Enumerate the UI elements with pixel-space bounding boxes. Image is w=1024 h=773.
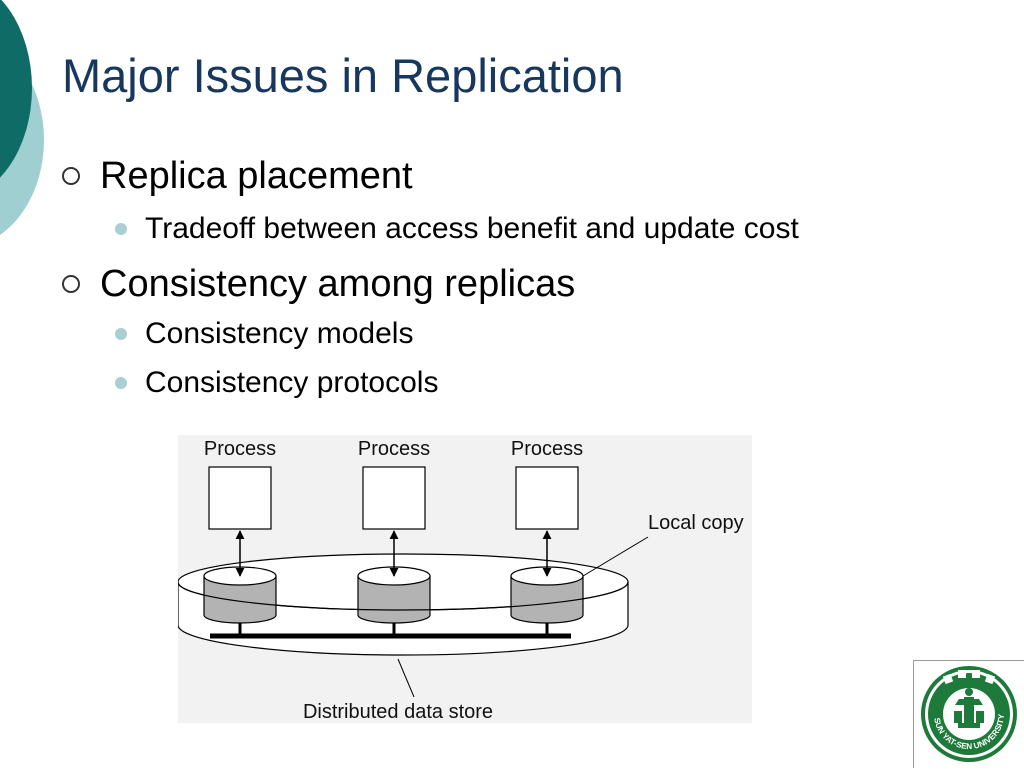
sub-bullet-text: Consistency protocols — [145, 366, 439, 399]
decor-dark-ellipse — [0, 0, 32, 178]
bullet-text: Consistency among replicas — [100, 262, 576, 305]
sub-bullet-text: Tradeoff between access benefit and upda… — [145, 212, 799, 245]
distributed-store-label: Distributed data store — [303, 701, 493, 723]
sub-bullet-consistency-models: Consistency models — [115, 316, 413, 352]
local-copy-cylinder — [510, 566, 584, 624]
slide-title: Major Issues in Replication — [62, 49, 624, 102]
hollow-circle-bullet-icon — [62, 275, 80, 293]
university-logo-box: SUN YAT-SEN UNIVERSITY — [913, 660, 1024, 768]
process-label: Process — [511, 438, 583, 460]
sub-bullet-text: Consistency models — [145, 317, 414, 350]
local-copy-label: Local copy — [648, 512, 744, 534]
bullet-consistency: Consistency among replicas — [62, 262, 575, 306]
store-pointer — [397, 658, 415, 698]
bullet-replica-placement: Replica placement — [62, 154, 413, 198]
process-label: Process — [204, 438, 276, 460]
dot-bullet-icon — [115, 377, 127, 389]
dot-bullet-icon — [115, 328, 127, 340]
local-copy-cylinder — [203, 566, 277, 624]
data-store-front-rim — [178, 581, 629, 611]
dot-bullet-icon — [115, 223, 127, 235]
sub-bullet-tradeoff: Tradeoff between access benefit and upda… — [115, 211, 799, 247]
decorative-side-shape — [0, 0, 44, 235]
process-box — [362, 466, 426, 530]
university-seal-icon: SUN YAT-SEN UNIVERSITY — [921, 666, 1017, 762]
local-copy-pointer — [582, 536, 649, 577]
process-box — [515, 466, 579, 530]
sub-bullet-consistency-protocols: Consistency protocols — [115, 365, 438, 401]
replication-diagram: Process Process Process Local copy Distr… — [178, 435, 752, 723]
process-box — [208, 466, 272, 530]
bullet-text: Replica placement — [100, 154, 413, 197]
hollow-circle-bullet-icon — [62, 167, 80, 185]
process-label: Process — [358, 438, 430, 460]
